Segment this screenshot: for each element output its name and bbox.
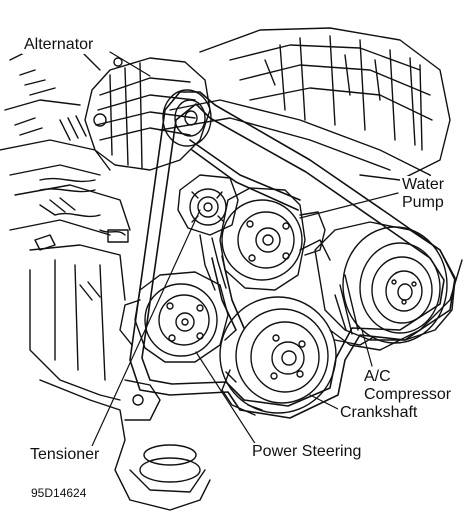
figure-code: 95D14624 <box>30 486 88 500</box>
serpentine-belt <box>129 91 456 419</box>
leader-alternator <box>109 51 151 77</box>
label-ac-line1: A/C <box>362 368 393 386</box>
label-tensioner: Tensioner <box>28 446 102 464</box>
leader-lines <box>91 51 399 449</box>
label-water-pump-line1: Water <box>400 176 447 194</box>
alternator-pulley <box>162 89 212 147</box>
power-steering-pulley <box>119 271 229 363</box>
engine-block-outline <box>0 27 463 511</box>
leader-crankshaft <box>309 394 341 411</box>
leader-tensioner <box>91 209 201 447</box>
label-ac-line2: Compressor <box>362 386 454 404</box>
leader-water-pump <box>299 192 399 219</box>
label-alternator: Alternator <box>22 36 96 54</box>
alternator-unit <box>84 57 211 171</box>
label-power-steering: Power Steering <box>250 443 364 461</box>
label-crankshaft: Crankshaft <box>338 404 420 422</box>
crankshaft-pulley <box>219 296 337 416</box>
water-pump-pulley <box>219 187 326 291</box>
label-water-pump-line2: Pump <box>400 194 446 212</box>
leader-ac-compressor <box>361 329 373 367</box>
ac-compressor <box>314 221 456 346</box>
leader-power-steering <box>195 351 259 449</box>
